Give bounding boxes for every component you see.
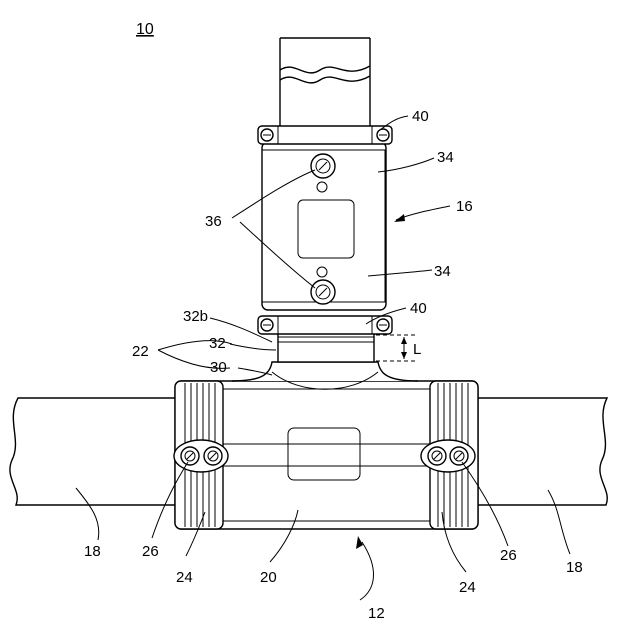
label-rib-left: 24 — [176, 569, 193, 586]
sensor-housing — [262, 142, 386, 310]
figure-number: 10 — [136, 21, 154, 38]
boss — [278, 330, 374, 362]
label-sensor: 16 — [456, 198, 473, 215]
label-cap-lower: 34 — [434, 263, 451, 280]
bolt-left — [174, 440, 228, 472]
pipe-left — [10, 398, 175, 505]
label-pipe-left: 18 — [84, 543, 101, 560]
label-cap: 34 — [437, 149, 454, 166]
label-length: L — [413, 341, 421, 358]
label-fitting: 12 — [368, 605, 385, 622]
label-pipe-right: 18 — [566, 559, 583, 576]
label-band-bottom: 40 — [410, 300, 427, 317]
label-bolt-right: 26 — [500, 547, 517, 564]
label-screws: 36 — [205, 213, 222, 230]
label-boss-top: 32b — [183, 308, 208, 325]
label-boss: 32 — [209, 335, 226, 352]
label-rib-right: 24 — [459, 579, 476, 596]
band-top — [258, 126, 392, 144]
label-stem-group: 22 — [132, 343, 149, 360]
dimension-l — [376, 335, 416, 361]
label-bolt-left: 26 — [142, 543, 159, 560]
cable-stub — [280, 38, 370, 126]
bolt-right — [421, 440, 475, 472]
label-band-top: 40 — [412, 108, 429, 125]
pipe-right — [478, 398, 607, 505]
band-bottom — [258, 316, 392, 334]
label-neck: 30 — [210, 359, 227, 376]
label-tee-body: 20 — [260, 569, 277, 586]
